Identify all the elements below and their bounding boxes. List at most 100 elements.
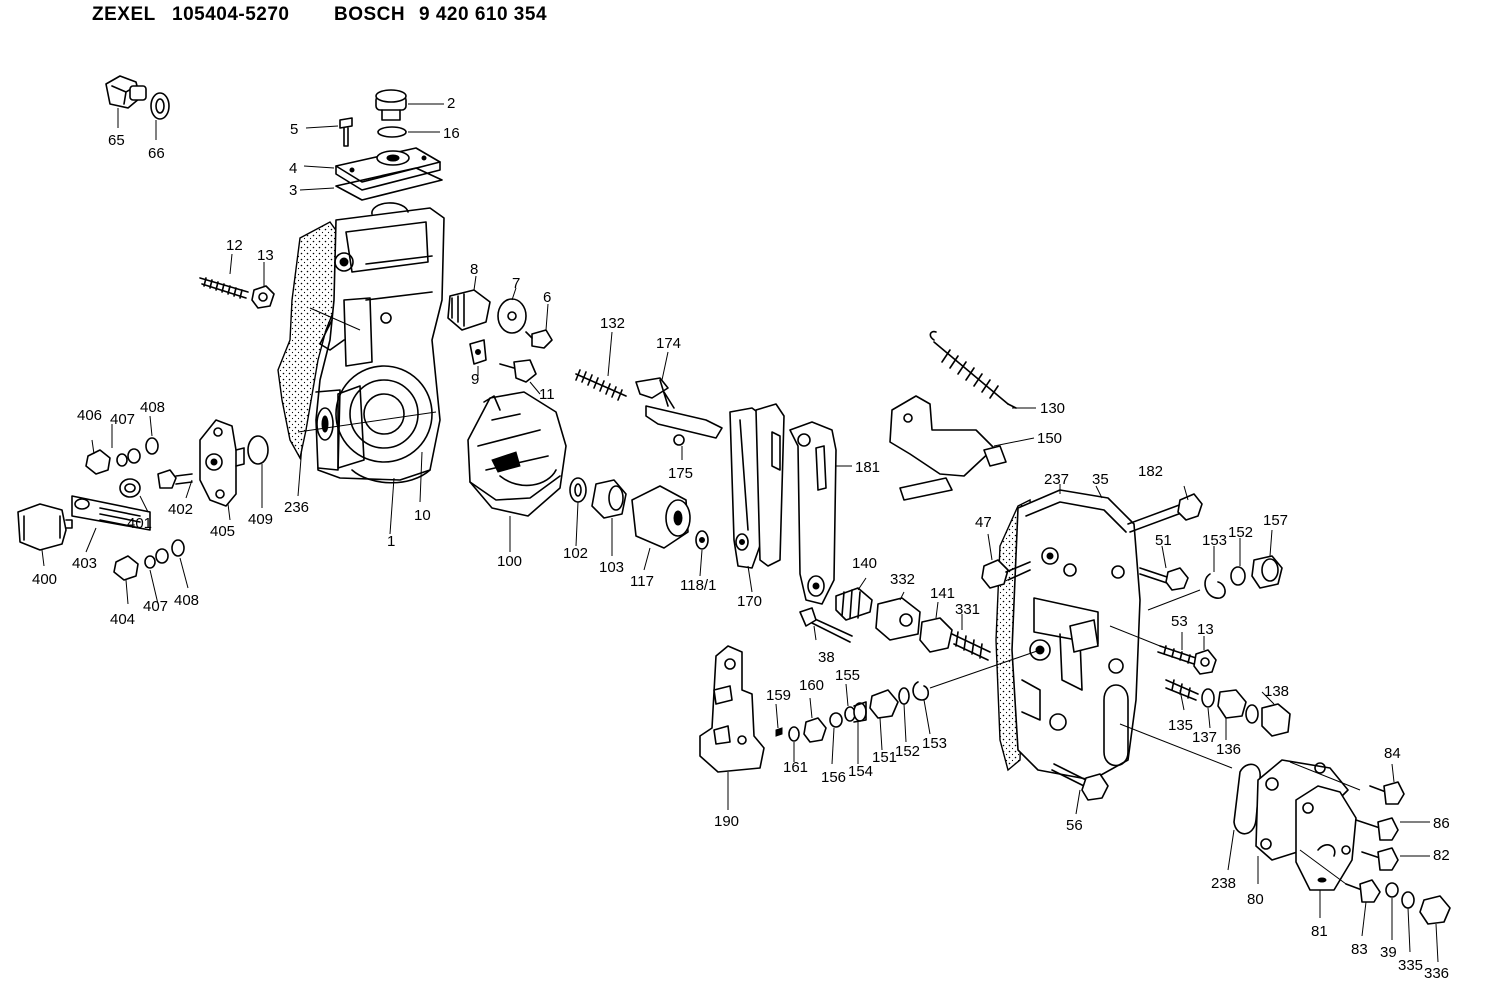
label-157: 157 bbox=[1263, 512, 1288, 529]
label-13b: 13 bbox=[1197, 621, 1214, 638]
label-8: 8 bbox=[470, 261, 478, 278]
label-137: 137 bbox=[1192, 729, 1217, 746]
tension-lever-181 bbox=[789, 421, 837, 605]
label-65: 65 bbox=[108, 132, 125, 149]
label-4: 4 bbox=[289, 160, 297, 177]
governor-housing bbox=[277, 202, 445, 484]
bolt-182 bbox=[1127, 493, 1203, 533]
label-155: 155 bbox=[835, 667, 860, 684]
label-405: 405 bbox=[210, 523, 235, 540]
screw-53-nut-13 bbox=[1157, 645, 1217, 675]
label-9: 9 bbox=[471, 371, 479, 388]
lever-190 bbox=[699, 645, 765, 773]
label-407a: 407 bbox=[110, 411, 135, 428]
lever-150 bbox=[889, 395, 1007, 501]
maker-label: BOSCH bbox=[334, 4, 406, 25]
label-56: 56 bbox=[1066, 817, 1083, 834]
spring-130 bbox=[929, 330, 1017, 409]
label-100: 100 bbox=[497, 553, 522, 570]
label-331: 331 bbox=[955, 601, 980, 618]
sleeve-parts bbox=[569, 477, 709, 550]
label-81: 81 bbox=[1311, 923, 1328, 940]
label-170: 170 bbox=[737, 593, 762, 610]
label-152a: 152 bbox=[1228, 524, 1253, 541]
bolt-56 bbox=[1051, 763, 1109, 801]
label-118-1: 118/1 bbox=[680, 577, 716, 594]
cover-plate-assembly bbox=[335, 89, 443, 201]
label-402: 402 bbox=[168, 501, 193, 518]
part-number-labels: 2 16 5 4 3 65 66 12 13 8 7 6 9 11 132 17… bbox=[32, 95, 1450, 982]
label-80: 80 bbox=[1247, 891, 1264, 908]
parts-159-to-153 bbox=[775, 649, 1041, 743]
label-151: 151 bbox=[872, 749, 897, 766]
label-154: 154 bbox=[848, 763, 873, 780]
label-400: 400 bbox=[32, 571, 57, 588]
adjusting-screw-12 bbox=[199, 277, 275, 309]
label-236: 236 bbox=[284, 499, 309, 516]
bolt-51 bbox=[1139, 567, 1189, 591]
label-190: 190 bbox=[714, 813, 739, 830]
cover-plate-81 bbox=[1295, 785, 1357, 891]
label-47: 47 bbox=[975, 514, 992, 531]
label-138: 138 bbox=[1264, 683, 1289, 700]
label-408a: 408 bbox=[140, 399, 165, 416]
label-161: 161 bbox=[783, 759, 808, 776]
label-3: 3 bbox=[289, 182, 297, 199]
zexel-part-number: 105404-5270 bbox=[172, 4, 290, 25]
flyweight-assembly-100 bbox=[467, 391, 567, 517]
governor-cover-35 bbox=[995, 489, 1141, 781]
label-182: 182 bbox=[1138, 463, 1163, 480]
label-403: 403 bbox=[72, 555, 97, 572]
label-140: 140 bbox=[852, 555, 877, 572]
label-401: 401 bbox=[127, 515, 152, 532]
plug-8-assembly bbox=[447, 289, 553, 383]
screws-84-86-82-83 bbox=[1345, 781, 1451, 925]
label-237: 237 bbox=[1044, 471, 1069, 488]
label-51: 51 bbox=[1155, 532, 1172, 549]
label-238: 238 bbox=[1211, 875, 1236, 892]
label-404: 404 bbox=[110, 611, 135, 628]
label-132: 132 bbox=[600, 315, 625, 332]
screw-47 bbox=[981, 559, 1031, 589]
label-153b: 153 bbox=[922, 735, 947, 752]
leader-lines bbox=[41, 103, 1439, 963]
label-130: 130 bbox=[1040, 400, 1065, 417]
label-38: 38 bbox=[818, 649, 835, 666]
label-13a: 13 bbox=[257, 247, 274, 264]
label-136: 136 bbox=[1216, 741, 1241, 758]
label-83: 83 bbox=[1351, 941, 1368, 958]
label-407b: 407 bbox=[143, 598, 168, 615]
label-406: 406 bbox=[77, 407, 102, 424]
label-409: 409 bbox=[248, 511, 273, 528]
label-11: 11 bbox=[539, 386, 555, 403]
label-12: 12 bbox=[226, 237, 243, 254]
label-152b: 152 bbox=[895, 743, 920, 760]
label-174: 174 bbox=[656, 335, 681, 352]
label-6: 6 bbox=[543, 289, 551, 306]
plug-65-and-washer-66 bbox=[105, 75, 170, 120]
label-84: 84 bbox=[1384, 745, 1401, 762]
parts-400-to-409 bbox=[17, 419, 269, 581]
label-156: 156 bbox=[821, 769, 846, 786]
label-35: 35 bbox=[1092, 471, 1109, 488]
label-66: 66 bbox=[148, 145, 165, 162]
label-39: 39 bbox=[1380, 944, 1397, 961]
floating-lever-170 bbox=[729, 403, 785, 569]
label-153a: 153 bbox=[1202, 532, 1227, 549]
label-10: 10 bbox=[414, 507, 431, 524]
label-16: 16 bbox=[443, 125, 460, 142]
label-2: 2 bbox=[447, 95, 455, 112]
brand-label: ZEXEL bbox=[92, 4, 156, 25]
label-332: 332 bbox=[890, 571, 915, 588]
label-135: 135 bbox=[1168, 717, 1193, 734]
label-336: 336 bbox=[1424, 965, 1449, 982]
label-159: 159 bbox=[766, 687, 791, 704]
label-103: 103 bbox=[599, 559, 624, 576]
label-102: 102 bbox=[563, 545, 588, 562]
label-181: 181 bbox=[855, 459, 880, 476]
label-7: 7 bbox=[512, 275, 520, 292]
label-5: 5 bbox=[290, 121, 298, 138]
label-141: 141 bbox=[930, 585, 955, 602]
bosch-part-number: 9 420 610 354 bbox=[419, 4, 548, 25]
label-408b: 408 bbox=[174, 592, 199, 609]
